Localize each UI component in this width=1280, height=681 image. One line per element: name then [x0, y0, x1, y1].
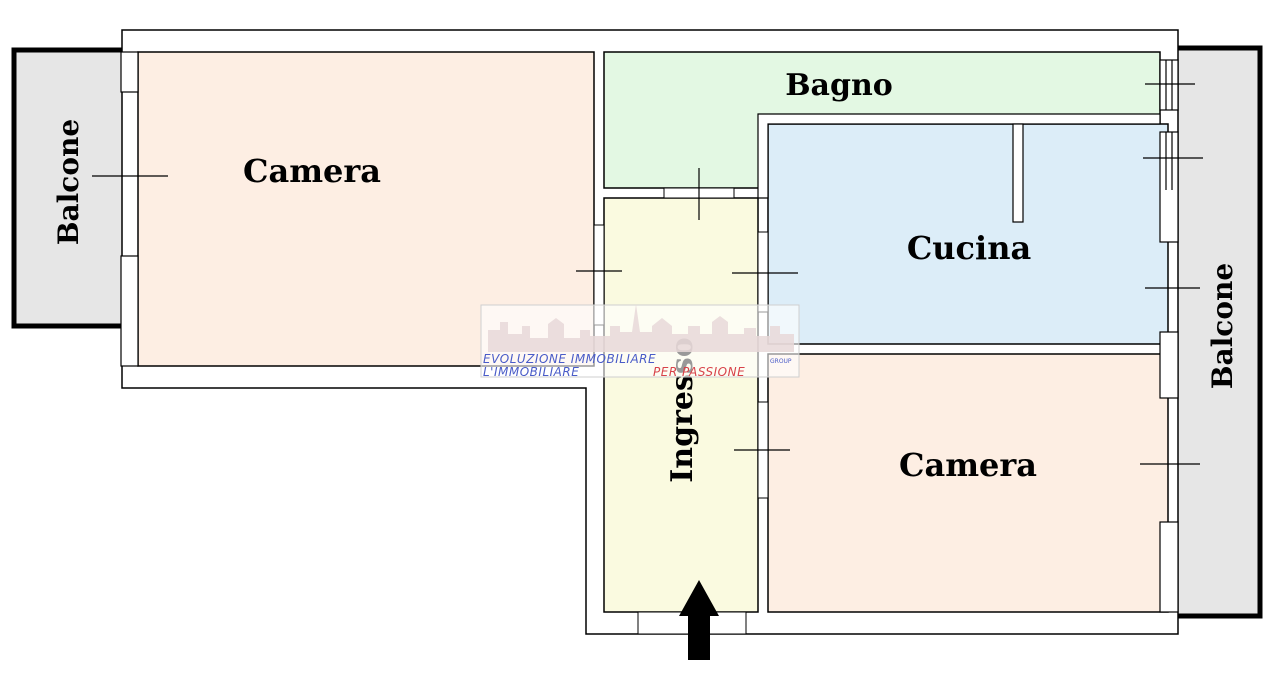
balcone-label-left: Balcone: [52, 119, 85, 245]
room-label-camera-1: Camera: [243, 152, 381, 190]
balcone-label-right: Balcone: [1206, 263, 1239, 389]
room-cucina: [767, 123, 1169, 345]
balcone-left-outline: [11, 47, 124, 329]
watermark-line1: EVOLUZIONE IMMOBILIARE: [483, 352, 656, 366]
entrance-arrow-icon: [679, 580, 719, 660]
balcone-right: [1171, 47, 1261, 617]
watermark-line2-b: PER PASSIONE: [653, 365, 745, 379]
balcone-left: [13, 49, 125, 327]
room-label-cucina: Cucina: [907, 229, 1031, 267]
room-label-camera-2: Camera: [899, 446, 1037, 484]
window-panes: [1165, 60, 1173, 190]
watermark-line1-suffix: GROUP: [770, 358, 792, 365]
window-jamb: [120, 255, 139, 367]
window-jamb: [1159, 131, 1179, 243]
balcone-right-outline: [1172, 45, 1263, 619]
inner-wall-bagno-cucina: [757, 113, 1161, 199]
room-label-bagno: Bagno: [785, 68, 893, 103]
window-jamb: [1159, 59, 1179, 111]
window-jamb: [120, 51, 139, 93]
opening-lines: [92, 83, 1203, 465]
watermark-line2-a: L'IMMOBILIARE: [483, 365, 579, 379]
skyline-logo: [488, 304, 794, 352]
window-jamb: [1159, 521, 1179, 613]
window-jamb: [1159, 331, 1179, 399]
room-ingresso: [603, 197, 759, 613]
agency-watermark: EVOLUZIONE IMMOBILIARE GROUP L'IMMOBILIA…: [480, 304, 800, 379]
cucina-partition: [1012, 123, 1024, 223]
room-camera-2: [767, 353, 1169, 613]
